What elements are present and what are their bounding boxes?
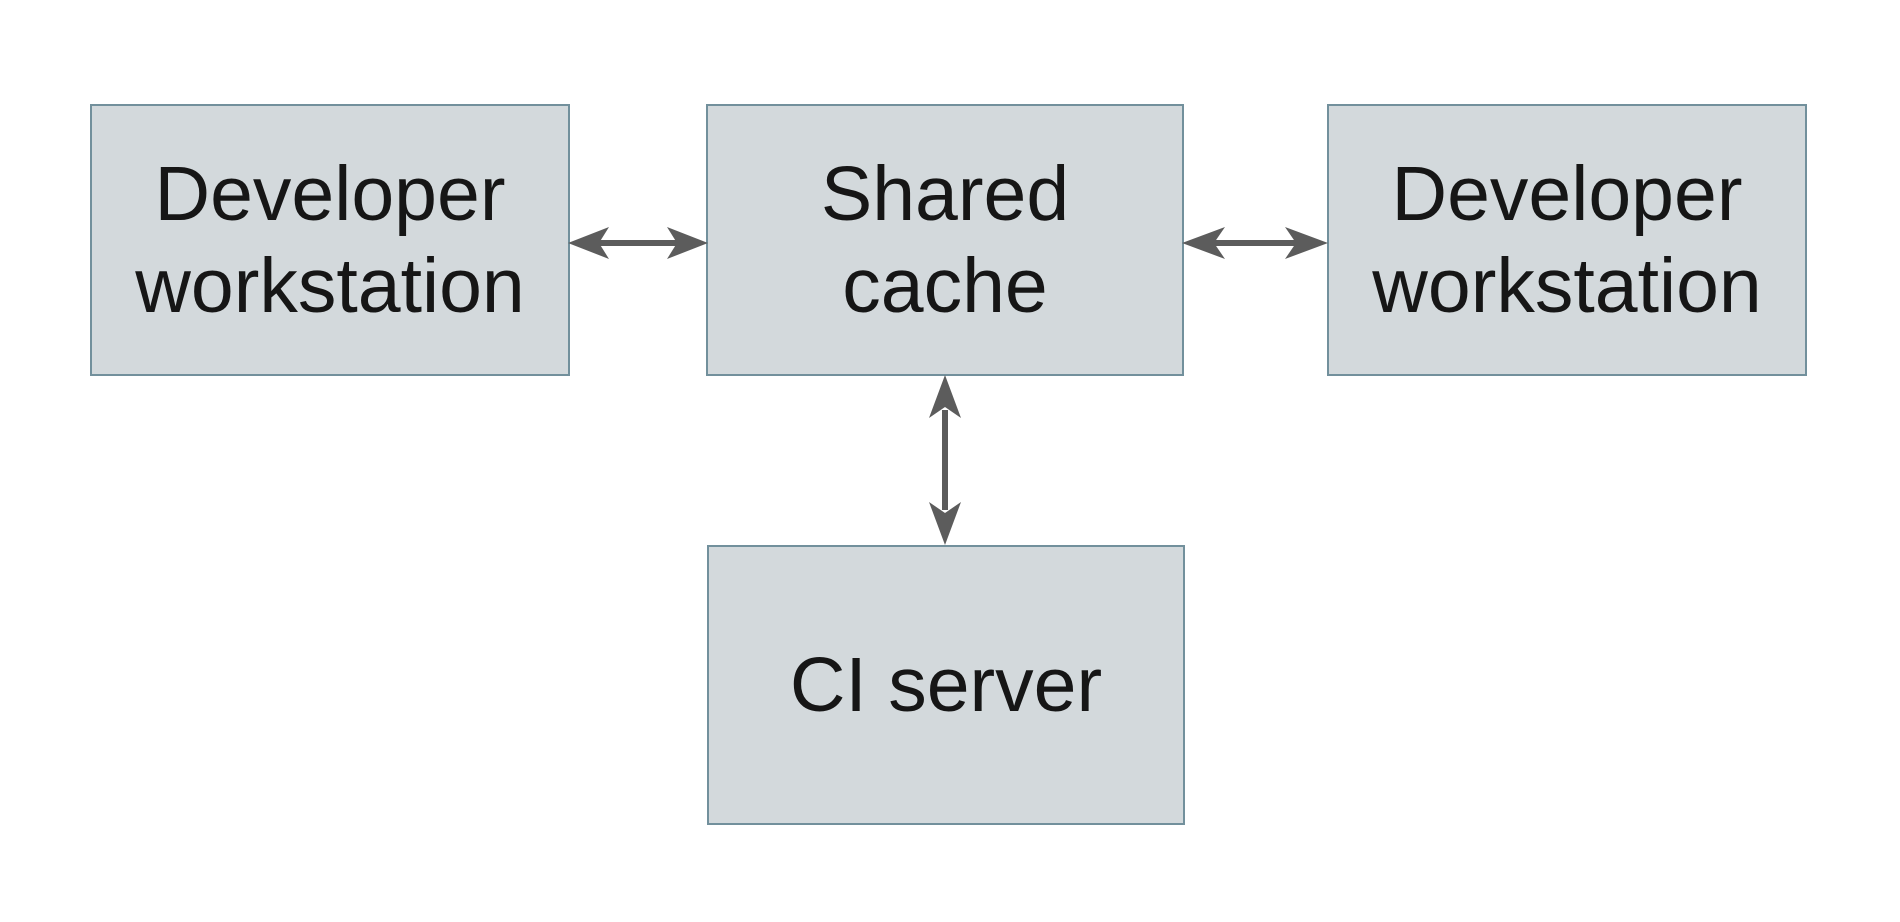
arrowhead-down-icon: [929, 502, 961, 545]
node-developer-workstation-right: Developer workstation: [1327, 104, 1807, 376]
arrowhead-left-icon: [1182, 227, 1225, 259]
double-arrow-left-workstation-cache: [568, 227, 708, 259]
node-ci-server: CI server: [707, 545, 1185, 825]
node-label-shared-cache: Shared cache: [820, 150, 1070, 329]
node-shared-cache: Shared cache: [706, 104, 1184, 376]
node-label-developer-workstation-right: Developer workstation: [1372, 150, 1762, 329]
arrowhead-left-icon: [568, 227, 609, 259]
arrowhead-up-icon: [929, 375, 961, 418]
double-arrow-cache-right-workstation: [1182, 227, 1328, 259]
arrowhead-right-icon: [1285, 227, 1328, 259]
node-label-developer-workstation-left: Developer workstation: [135, 150, 525, 329]
node-label-ci-server: CI server: [789, 641, 1103, 728]
node-developer-workstation-left: Developer workstation: [90, 104, 570, 376]
arrowhead-right-icon: [667, 227, 708, 259]
double-arrow-cache-ci-server: [929, 375, 961, 545]
